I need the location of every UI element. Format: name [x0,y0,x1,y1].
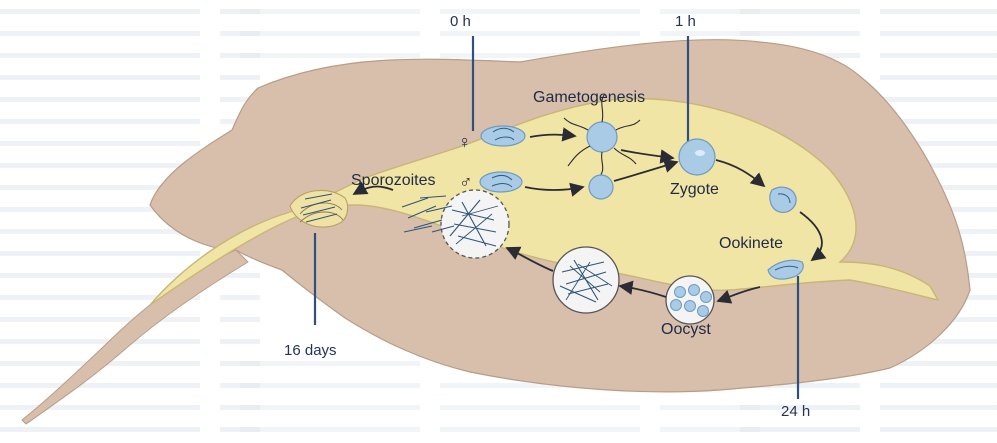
time-label-1h: 1 h [675,13,696,30]
male-symbol: ♂ [459,172,473,192]
ookinete-early-icon [770,187,796,212]
oocyst-icon [666,276,714,324]
mature-oocyst-icon [553,247,619,313]
time-label-0h: 0 h [450,13,471,30]
macrogamete-icon [589,175,613,199]
stage-label-zygote: Zygote [670,181,719,198]
female-symbol: ♀ [458,132,472,152]
female-gametocyte-icon [481,126,525,146]
zygote-icon [679,139,715,175]
stage-label-gametogenesis: Gametogenesis [533,89,645,106]
stage-label-sporozoites: Sporozoites [351,172,436,189]
time-label-24h: 24 h [781,403,810,420]
time-label-16days: 16 days [284,342,337,359]
stage-label-oocyst: Oocyst [661,321,711,338]
stage-label-ookinete: Ookinete [719,235,783,252]
bursting-oocyst-icon [441,190,509,258]
